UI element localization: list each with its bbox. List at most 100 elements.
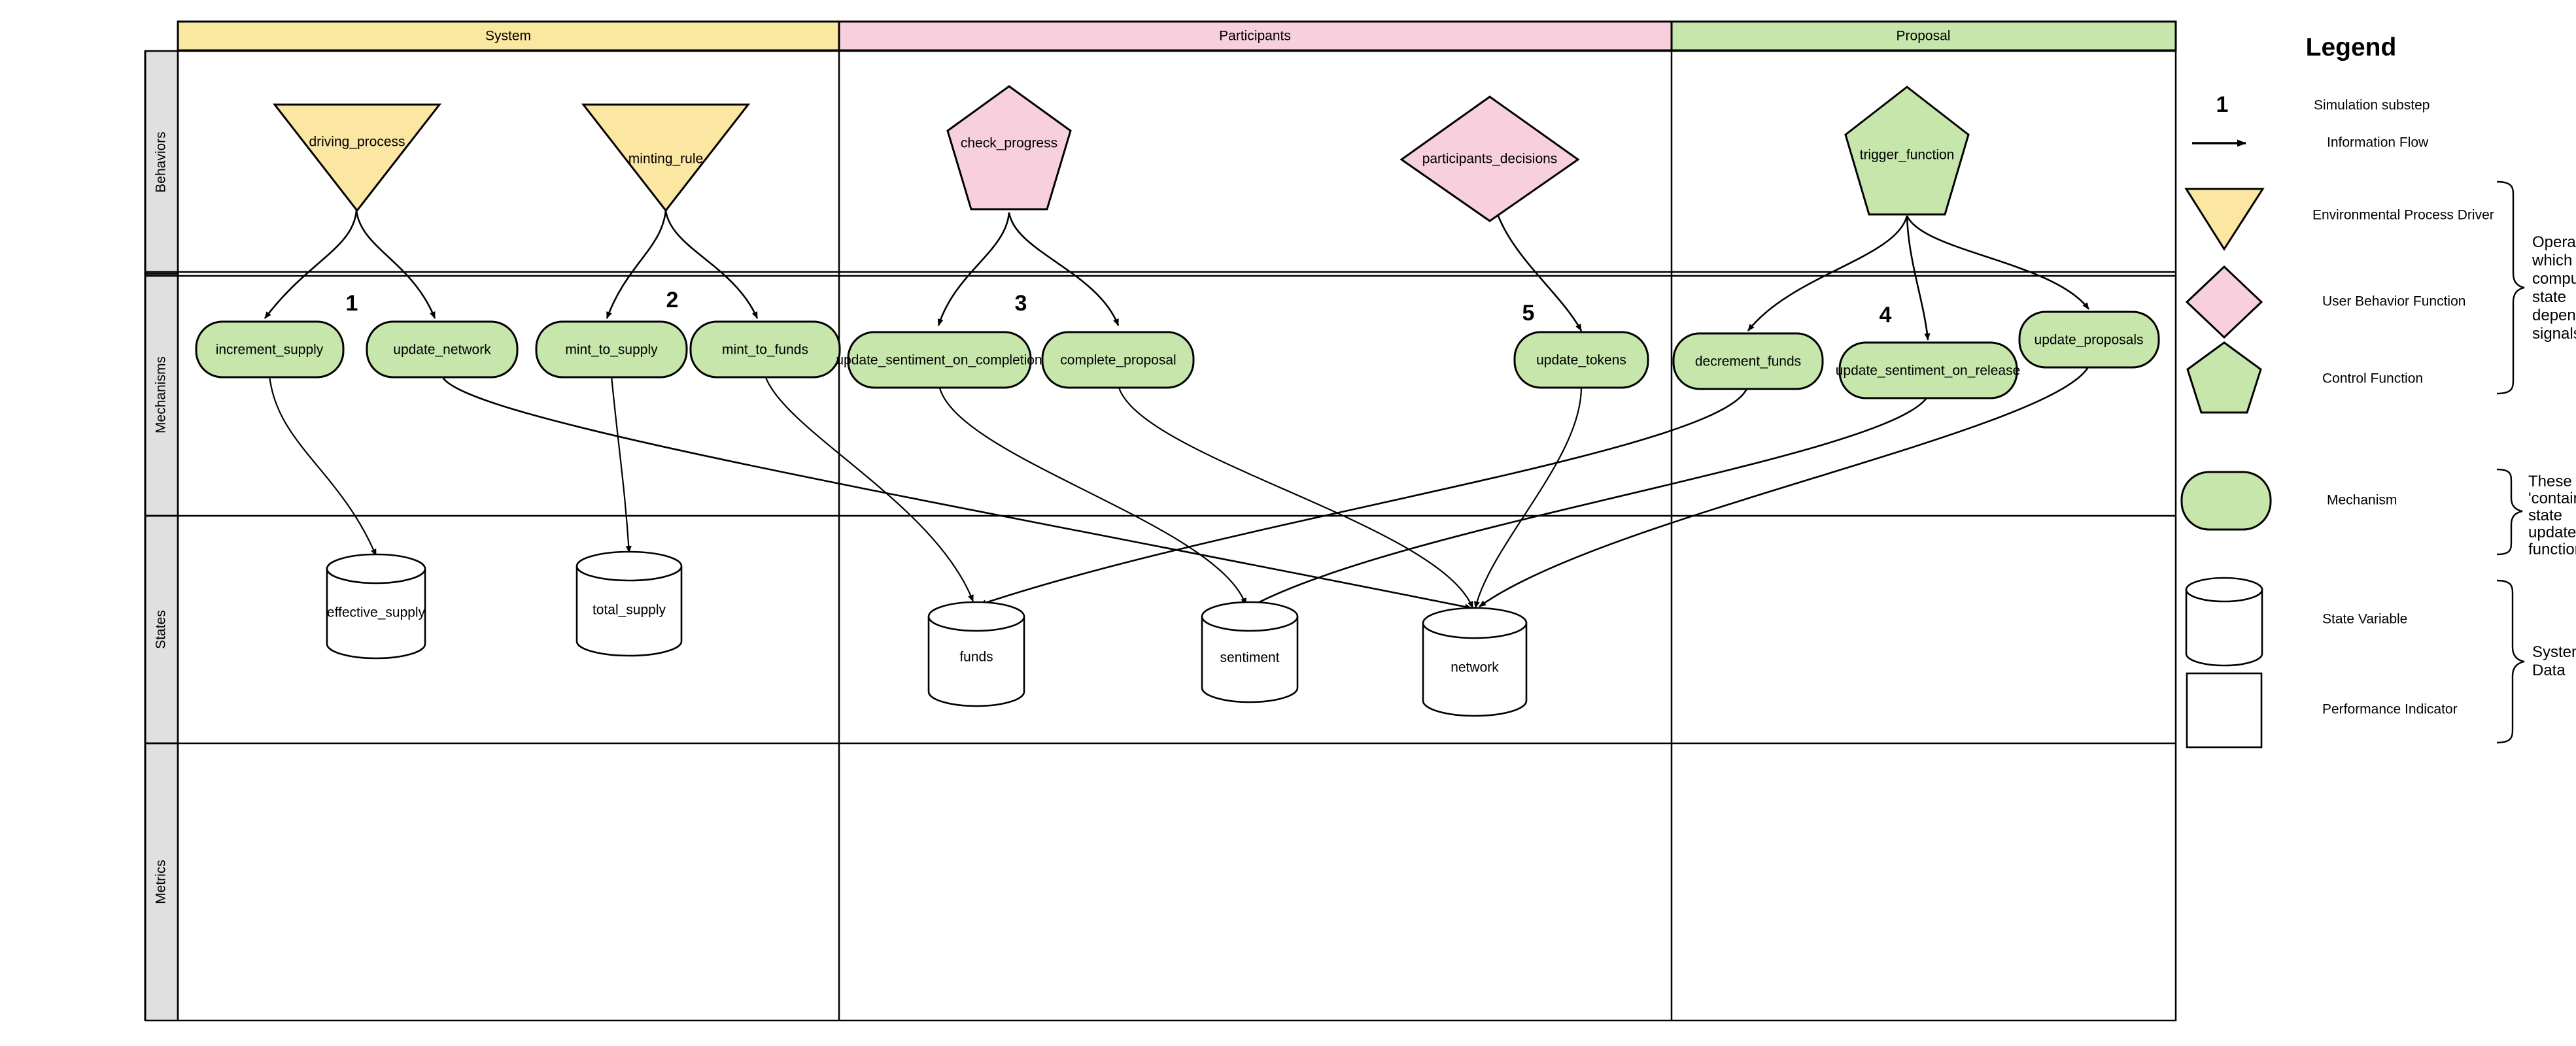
legend-brace-system-data: System Data <box>2496 579 2576 744</box>
legend-label-control-function: Control Function <box>2322 371 2423 386</box>
behavior-check-progress-label: check_progress <box>961 136 1057 151</box>
legend-item-mechanism: Mechanism <box>2180 471 2397 531</box>
legend-brace-contain-line-1: These <box>2528 473 2572 490</box>
legend-brace-operators-line-6: signals <box>2532 325 2576 343</box>
pentagon-icon <box>2186 341 2262 414</box>
state-sentiment-label: sentiment <box>1220 650 1279 666</box>
behavior-driving-process[interactable]: driving_process <box>272 103 442 212</box>
legend-label-performance-indicator: Performance Indicator <box>2322 702 2458 717</box>
legend-brace-contain: These 'contain' state update functions <box>2496 468 2576 558</box>
row-header-behaviors: Behaviors <box>144 50 179 275</box>
legend-label-state-variable: State Variable <box>2322 612 2407 627</box>
row-header-mechanisms-label: Mechanisms <box>154 356 169 433</box>
state-sentiment[interactable]: sentiment <box>1201 601 1299 703</box>
row-header-metrics-label: Metrics <box>154 860 169 904</box>
legend-number-1-icon: 1 <box>2216 92 2229 117</box>
legend-label-environmental-process-driver: Environmental Process Driver <box>2312 208 2494 223</box>
mechanism-mint-to-funds-label: mint_to_funds <box>722 343 808 358</box>
substep-number-5: 5 <box>1522 301 1535 326</box>
behavior-trigger-function[interactable]: trigger_function <box>1844 86 1970 216</box>
behavior-driving-process-label: driving_process <box>309 135 405 150</box>
mechanism-update-sentiment-on-completion[interactable]: update_sentiment_on_completion <box>836 331 1042 389</box>
legend-brace-operators-line-3: compute <box>2532 270 2576 288</box>
column-header-participants-label: Participants <box>1219 29 1291 44</box>
mechanism-mint-to-supply-label: mint_to_supply <box>565 343 658 358</box>
grid-frame <box>144 50 2177 1022</box>
mechanism-update-network[interactable]: update_network <box>366 320 519 379</box>
mechanism-update-sentiment-on-release[interactable]: update_sentiment_on_release <box>1836 341 2021 399</box>
substep-number-4: 4 <box>1880 303 1892 328</box>
column-header-participants: Participants <box>838 20 1673 52</box>
legend: Legend 1 Simulation substep Information … <box>2180 33 2576 749</box>
mechanism-update-tokens[interactable]: update_tokens <box>1513 331 1649 389</box>
state-network-label: network <box>1451 660 1499 675</box>
legend-item-performance-indicator: Performance Indicator <box>2186 672 2458 749</box>
legend-brace-system-data-line-1: System <box>2532 643 2576 661</box>
behavior-minting-rule[interactable]: minting_rule <box>581 103 751 212</box>
row-header-metrics: Metrics <box>144 742 179 1022</box>
mechanism-update-sentiment-on-completion-label: update_sentiment_on_completion <box>836 353 1042 368</box>
mechanism-mint-to-supply[interactable]: mint_to_supply <box>535 320 688 379</box>
state-total-supply-label: total_supply <box>592 603 666 618</box>
legend-title: Legend <box>2306 33 2397 61</box>
row-header-mechanisms: Mechanisms <box>144 273 179 517</box>
legend-brace-contain-line-4: update <box>2528 524 2576 541</box>
mechanism-complete-proposal[interactable]: complete_proposal <box>1041 331 1195 389</box>
edges-behaviors-to-mechanisms <box>264 189 2090 341</box>
state-effective-supply-label: effective_supply <box>327 605 426 620</box>
legend-item-simulation-substep: 1 Simulation substep <box>2216 92 2430 117</box>
state-total-supply[interactable]: total_supply <box>575 550 683 657</box>
legend-item-information-flow: Information Flow <box>2192 135 2429 150</box>
mechanism-mint-to-funds[interactable]: mint_to_funds <box>689 320 841 379</box>
column-header-proposal: Proposal <box>1670 20 2177 52</box>
row-header-states-label: States <box>154 610 169 649</box>
legend-brace-operators-line-1: Operators <box>2532 233 2576 251</box>
mechanism-update-tokens-label: update_tokens <box>1536 353 1626 368</box>
mechanism-complete-proposal-label: complete_proposal <box>1060 353 1176 368</box>
legend-brace-operators-line-4: state <box>2532 288 2566 306</box>
column-headers: System Participants Proposal <box>177 20 2177 52</box>
edges-mechanisms-to-states <box>268 365 2090 610</box>
legend-brace-operators-line-5: dependent <box>2532 307 2576 324</box>
mechanism-update-network-label: update_network <box>393 343 491 358</box>
behavior-minting-rule-label: minting_rule <box>628 152 703 167</box>
mechanism-decrement-funds[interactable]: decrement_funds <box>1672 332 1824 390</box>
legend-item-user-behavior-function: User Behavior Function <box>2185 265 2465 339</box>
column-header-system-label: System <box>485 29 531 44</box>
substep-number-1: 1 <box>346 291 358 316</box>
legend-label-mechanism: Mechanism <box>2327 493 2397 508</box>
triangle-down-icon <box>2184 188 2265 251</box>
legend-label-simulation-substep: Simulation substep <box>2314 98 2430 113</box>
legend-item-state-variable: State Variable <box>2185 577 2407 667</box>
legend-label-user-behavior-function: User Behavior Function <box>2322 294 2465 309</box>
rounded-rect-icon <box>2180 471 2272 531</box>
legend-brace-system-data-line-2: Data <box>2532 662 2566 679</box>
diamond-icon <box>2185 265 2263 339</box>
legend-brace-contain-line-5: functions <box>2528 541 2576 558</box>
mechanism-increment-supply-label: increment_supply <box>216 343 324 358</box>
cylinder-icon <box>2185 577 2263 603</box>
mechanism-update-proposals[interactable]: update_proposals <box>2018 311 2160 369</box>
row-header-behaviors-label: Behaviors <box>154 131 169 192</box>
behavior-participants-decisions-label: participants_decisions <box>1422 152 1558 167</box>
behavior-participants-decisions[interactable]: participants_decisions <box>1400 95 1580 222</box>
substep-number-3: 3 <box>1015 291 1027 316</box>
legend-brace-contain-line-2: 'contain' <box>2528 490 2576 507</box>
legend-brace-contain-line-3: state <box>2528 507 2562 524</box>
column-header-system: System <box>177 20 840 52</box>
behavior-check-progress[interactable]: check_progress <box>946 85 1072 211</box>
state-funds-label: funds <box>959 650 993 665</box>
row-header-states: States <box>144 515 179 745</box>
row-headers: Behaviors Mechanisms States Metrics <box>144 50 179 1022</box>
state-network[interactable]: network <box>1422 607 1528 717</box>
mechanism-decrement-funds-label: decrement_funds <box>1695 354 1801 369</box>
mechanism-update-sentiment-on-release-label: update_sentiment_on_release <box>1836 363 2021 379</box>
mechanism-increment-supply[interactable]: increment_supply <box>195 320 345 379</box>
behavior-trigger-function-label: trigger_function <box>1860 148 1955 163</box>
substep-numbers: 1 2 3 4 5 <box>346 288 1892 328</box>
state-effective-supply[interactable]: effective_supply <box>326 553 426 660</box>
state-funds[interactable]: funds <box>927 601 1025 707</box>
mechanism-update-proposals-label: update_proposals <box>2035 333 2144 348</box>
